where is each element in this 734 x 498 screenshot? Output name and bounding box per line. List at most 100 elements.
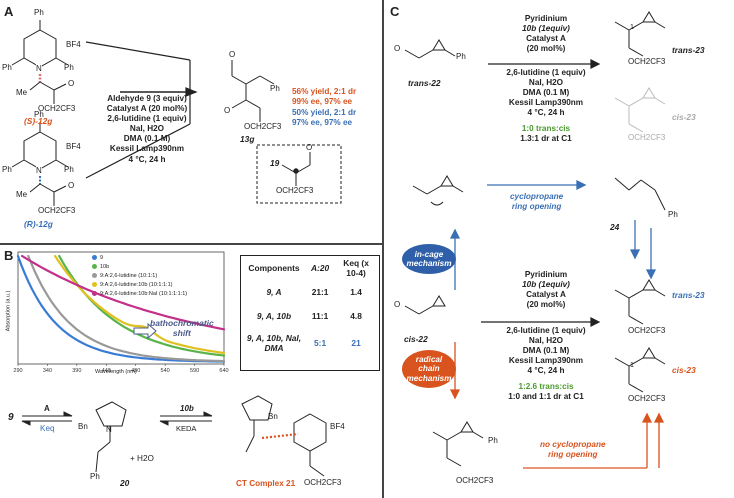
r12g-bf4: BF4: [66, 142, 81, 151]
cond-top-2: Catalyst A: [526, 34, 566, 44]
cond-top2-4: 4 °C, 24 h: [527, 108, 565, 118]
x-tick-label: 640: [219, 368, 228, 374]
trans22-structure: [404, 39, 456, 59]
vertical-divider: [382, 0, 384, 498]
s12g-n: N: [36, 64, 42, 73]
product-13g-structure: [231, 60, 275, 122]
r12g-ph-left: Ph: [2, 165, 12, 174]
trans23-bottom-structure: [614, 279, 666, 325]
byproduct-19-box: [256, 144, 342, 204]
trans23-bottom-label: trans-23: [672, 290, 705, 300]
scheme-n: N: [106, 425, 112, 434]
s12g-label: (S)-12g: [24, 116, 53, 126]
scheme-enamine-20: 20: [120, 478, 130, 488]
r12g-o: O: [68, 181, 75, 190]
conditions-bot2: 2,6-lutidine (1 equiv) NaI, H2O DMA (0.1…: [488, 326, 604, 376]
th-keq: Keq (x 10-4): [343, 258, 369, 278]
table-row: 9, A 21:1 1.4: [241, 280, 379, 304]
legend-dot-1: [92, 264, 97, 270]
scheme-start-9: 9: [8, 412, 14, 423]
s12g-ph-left: Ph: [2, 63, 12, 72]
cond-top-3: (20 mol%): [526, 44, 566, 54]
cell-0-2: 1.4: [350, 287, 362, 297]
cond-top2-3: Kessil Lamp390nm: [508, 98, 584, 108]
scheme-reagent-10b: 10b: [180, 404, 194, 413]
series-line-4: [21, 254, 226, 331]
batho-arrow: [133, 322, 157, 340]
s12g-o: O: [68, 79, 75, 88]
cell-2-2: 21: [351, 338, 361, 348]
result-s-1: 99% ee, 97% ee: [292, 97, 353, 106]
no-opening-label: no cyclopropane ring opening: [540, 440, 606, 460]
cond-a-2: 2,6-lutidine (1 equiv): [107, 114, 187, 124]
conditions-top2: 2,6-lutidine (1 equiv) NaI, H2O DMA (0.1…: [488, 68, 604, 118]
cond-bot-0: Pyridinium: [524, 270, 568, 279]
th-components: Components: [248, 263, 300, 273]
legend-label-2: 9:A:2,6-lutidine (10:1:1): [100, 273, 158, 279]
no-opening-0: no cyclopropane: [540, 440, 606, 449]
cyclopropane-opening-label: cyclopropane ring opening: [510, 192, 563, 212]
r12g-ph-top: Ph: [34, 110, 44, 119]
cis23-top-ester: OCH2CF3: [628, 133, 666, 142]
product-ester: OCH2CF3: [244, 122, 282, 131]
scheme-complex-bf4: BF4: [330, 422, 345, 431]
radical-ester: OCH2CF3: [456, 476, 494, 485]
cond-top2-0: 2,6-lutidine (1 equiv): [506, 68, 586, 77]
cond-a-1: Catalyst A (20 mol%): [106, 104, 188, 114]
cond-top2-1: NaI, H2O: [528, 78, 564, 88]
ratio-top: 1:0 trans:cis: [521, 124, 571, 133]
legend-row-2: 9:A:2,6-lutidine (10:1:1): [92, 272, 187, 281]
result-r-1: 97% ee, 97% ee: [292, 118, 353, 127]
cell-1-0: 9, A, 10b: [256, 311, 292, 321]
cond-a-4: DMA (0.1 M): [123, 134, 171, 144]
intermediate-ph: Ph: [668, 210, 678, 219]
batho-1: shift: [172, 328, 191, 338]
x-tick-label: 390: [72, 368, 81, 374]
legend-row-4: 9:A:2,6-lutidine:10b:NaI (10:1:1:1:1): [92, 290, 187, 299]
cond-bot2-4: 4 °C, 24 h: [527, 366, 565, 376]
x-tick-label: 590: [190, 368, 199, 374]
legend-dot-2: [92, 273, 97, 279]
scheme-reagent-a: A: [44, 404, 50, 413]
scheme-bn: Bn: [78, 422, 88, 431]
result-s-0: 56% yield, 2:1 dr: [292, 87, 357, 96]
product-o: O: [229, 50, 236, 59]
s12g-ph-right: Ph: [64, 63, 74, 72]
scheme-h2o: + H2O: [130, 454, 154, 463]
series-line-2: [27, 254, 226, 363]
radical-ph: Ph: [488, 436, 498, 445]
radical-1: chain: [418, 364, 440, 374]
table-row: 9, A, 10b, NaI, DMA 5:1 21: [241, 328, 379, 358]
product-ph: Ph: [270, 84, 280, 93]
trans23-top-label: trans-23: [672, 45, 705, 55]
s12g-ester: OCH2CF3: [38, 104, 76, 113]
r12g-n: N: [36, 166, 42, 175]
intermediate-24-structure: [614, 177, 666, 211]
trans22-ph: Ph: [456, 52, 466, 61]
legend-row-3: 9:A:2,6-lutidine:10b (10:1:1:1): [92, 281, 187, 290]
scheme-keq: Keq: [40, 424, 55, 433]
ratio-bot: 1:2.6 trans:cis: [518, 382, 574, 391]
panel-c-letter: C: [390, 4, 400, 19]
result-s: 56% yield, 2:1 dr 99% ee, 97% ee: [292, 87, 356, 107]
chart-xlabel: Wavelength (nm): [95, 369, 137, 375]
scheme-keda: KEDA: [176, 424, 197, 433]
iminium-structure: [412, 175, 464, 206]
cond-bot-1: 10b (1equiv): [522, 280, 570, 290]
r12g-ester: OCH2CF3: [38, 206, 76, 215]
in-cage-0: in-cage: [414, 249, 444, 259]
cond-a-5: Kessil Lamp390nm: [109, 144, 185, 154]
cell-2-1: 5:1: [314, 338, 327, 348]
th-a20: A:20: [311, 263, 330, 273]
opening-0: cyclopropane: [510, 192, 564, 201]
byproduct-ester: OCH2CF3: [276, 186, 314, 195]
cell-1-1: 11:1: [311, 311, 329, 321]
result-r: 50% yield, 2:1 dr 97% ee, 97% ee: [292, 108, 356, 128]
legend-dot-0: [92, 255, 97, 261]
series-line-3: [54, 254, 226, 354]
table-row: 9, A, 10b 11:1 4.8: [241, 304, 379, 328]
x-tick-label: 290: [13, 368, 22, 374]
